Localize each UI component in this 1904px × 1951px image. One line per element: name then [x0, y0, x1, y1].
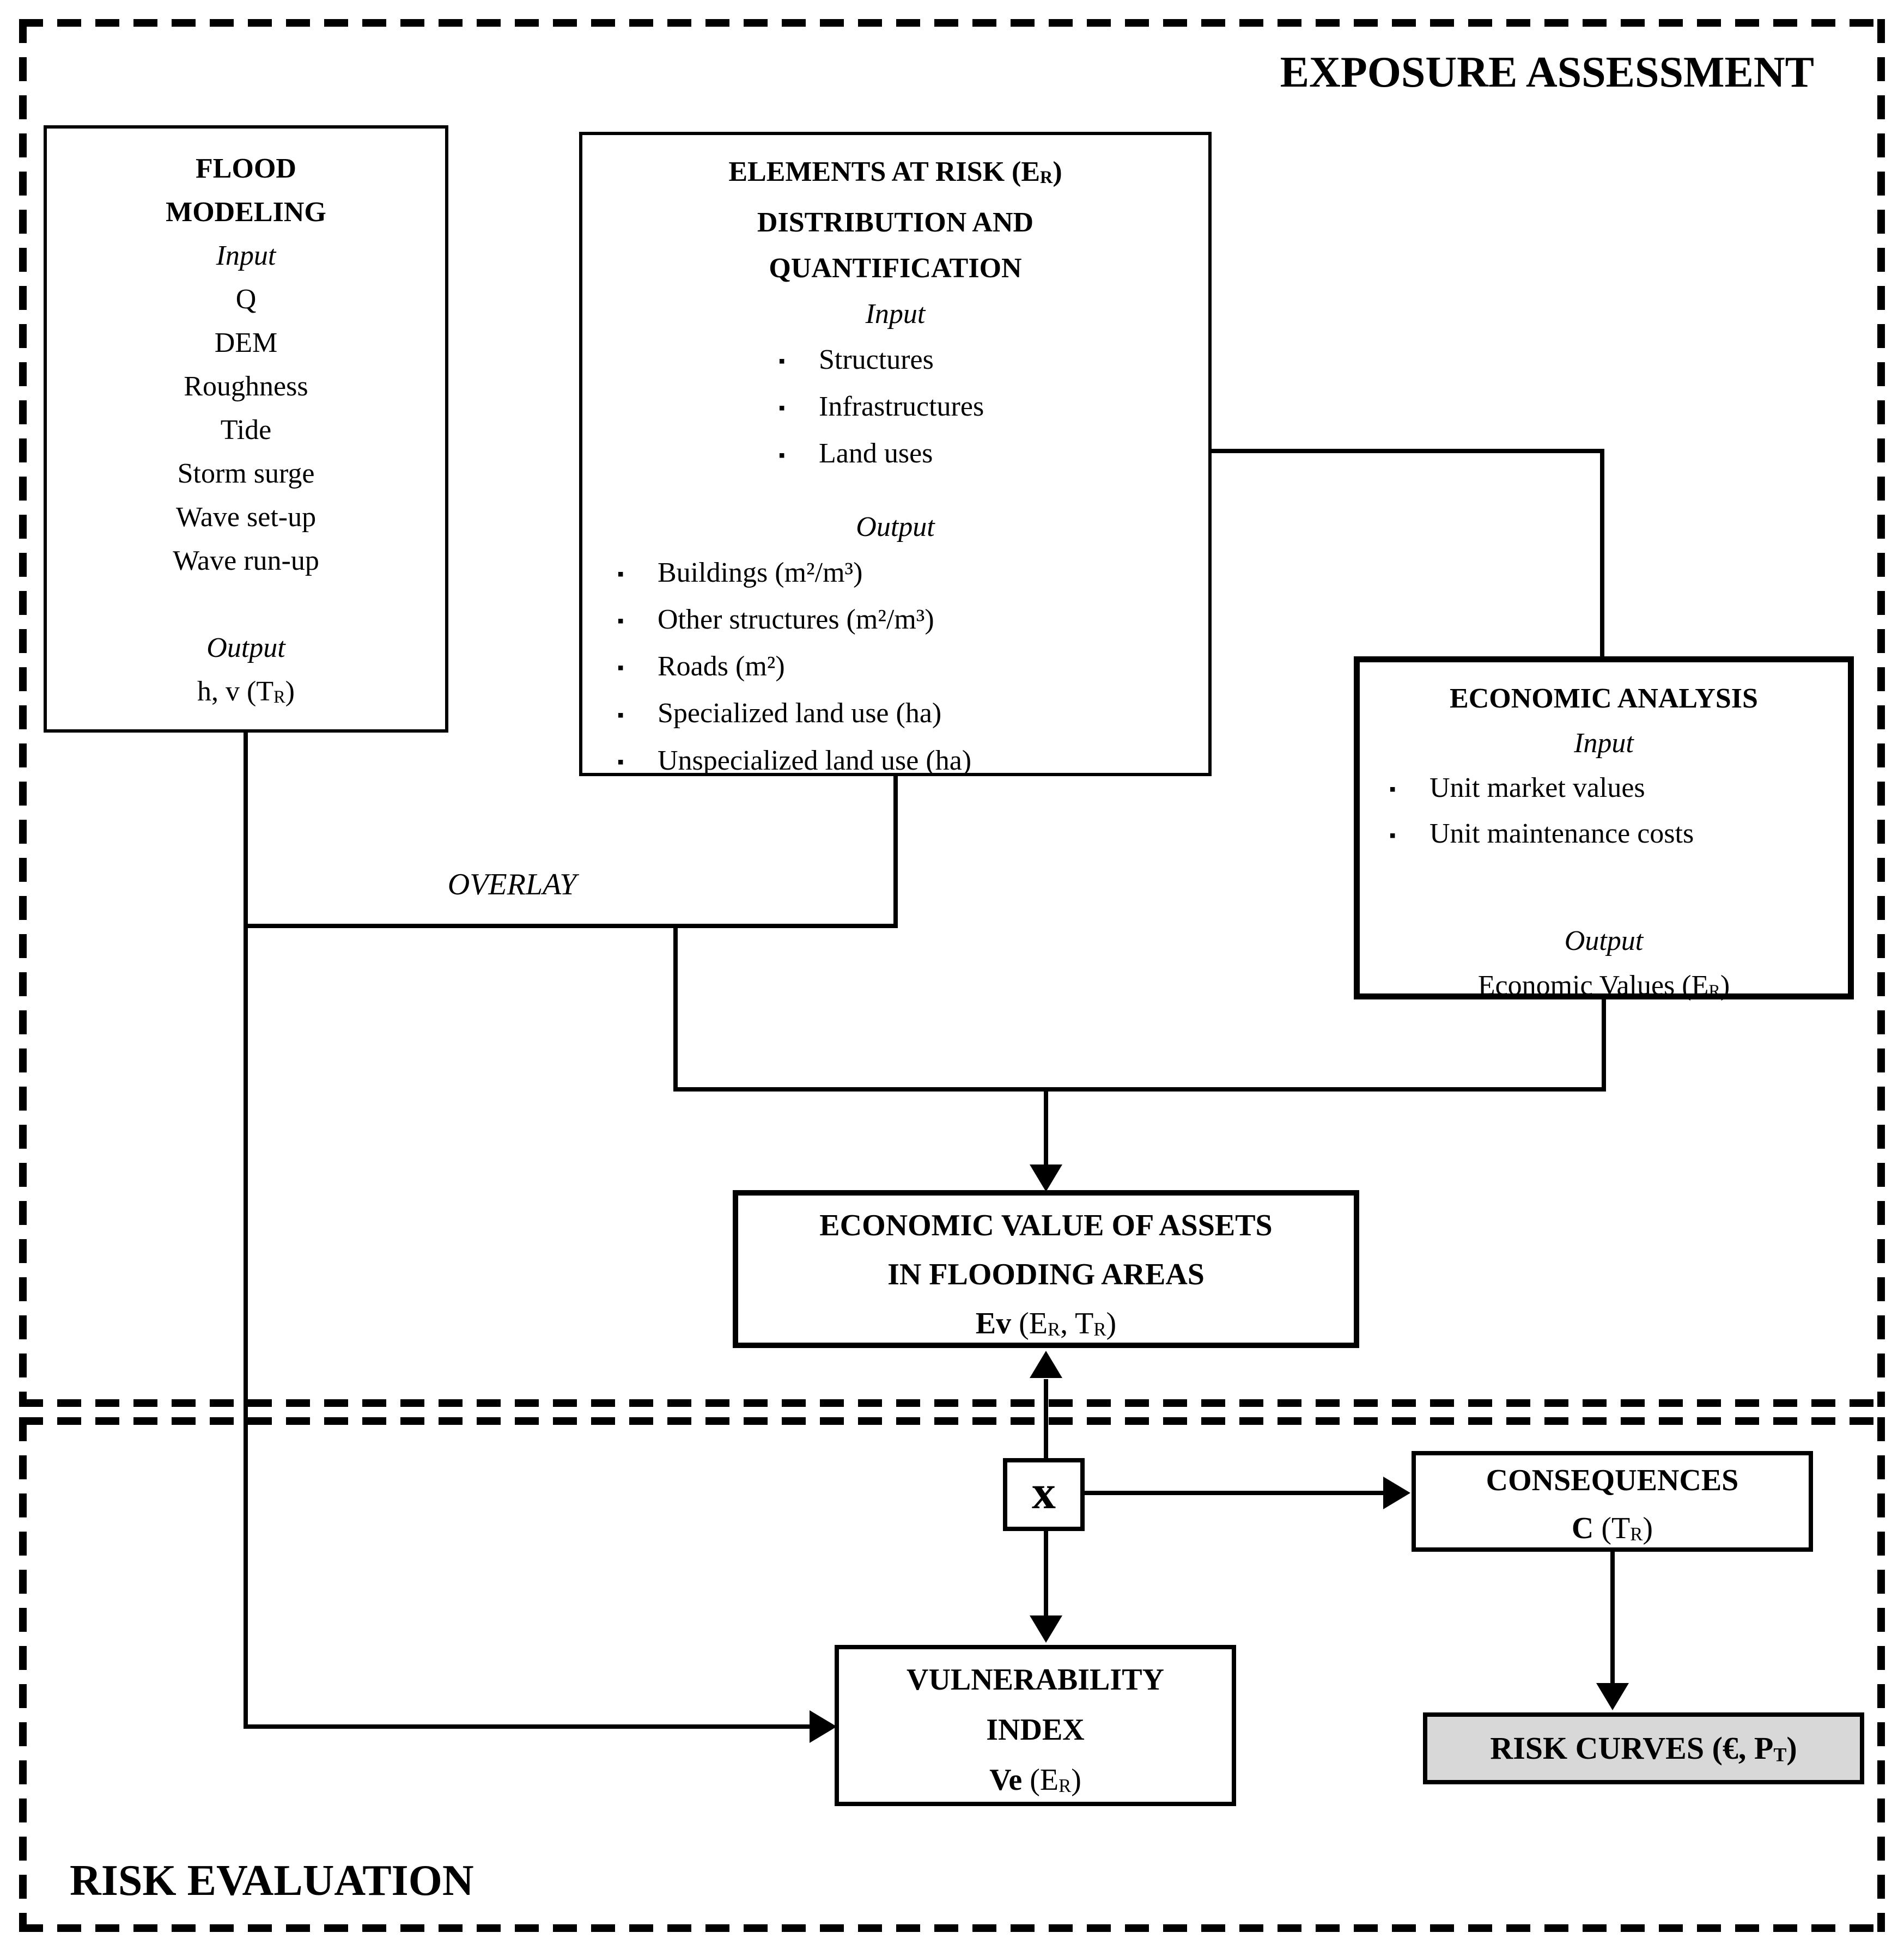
elements-input-item: ▪Land uses	[582, 431, 1208, 478]
bullet-square-icon: ▪	[617, 751, 624, 772]
bullet-square-icon: ▪	[617, 611, 624, 632]
arrow-right-icon	[1383, 1477, 1410, 1509]
bullet-square-icon: ▪	[617, 657, 624, 679]
multiply-to-vulnerability-line	[1044, 1531, 1048, 1618]
arrow-up-icon	[1030, 1351, 1062, 1378]
economic-value-box: ECONOMIC VALUE OF ASSETS IN FLOODING ARE…	[733, 1190, 1359, 1348]
bullet-square-icon: ▪	[778, 444, 786, 466]
input-label: Input	[216, 240, 276, 271]
flood-input-item: Wave set-up	[175, 502, 317, 533]
vulnerability-formula: Ve (ER)	[989, 1763, 1081, 1797]
elements-output-item: ▪Other structures (m²/m³)	[582, 597, 1208, 644]
exposure-region-border-bottom	[19, 1399, 1885, 1407]
arrow-down-icon	[1596, 1683, 1629, 1710]
elements-to-economic-drop-line	[1600, 449, 1604, 659]
vulnerability-input-line	[244, 1724, 812, 1729]
multiply-symbol: x	[1032, 1466, 1056, 1519]
elements-title: QUANTIFICATION	[769, 252, 1022, 284]
economic-value-formula: Ev (ER, TR)	[975, 1307, 1117, 1340]
overlay-down-line	[673, 924, 678, 1092]
arrow-down-icon	[1030, 1615, 1062, 1643]
economic-analysis-output-line	[1602, 999, 1606, 1092]
elements-title: ELEMENTS AT RISK (ER)	[728, 156, 1062, 187]
overlay-label: OVERLAY	[447, 868, 577, 901]
flood-modeling-box: FLOOD MODELING Input Q DEM Roughness Tid…	[44, 125, 448, 733]
bullet-square-icon: ▪	[778, 398, 786, 419]
bullet-square-icon: ▪	[617, 704, 624, 725]
input-label: Input	[1574, 728, 1634, 759]
flood-modeling-title: MODELING	[166, 197, 326, 228]
flood-input-item: Roughness	[184, 371, 308, 402]
input-label: Input	[865, 298, 926, 330]
consequences-to-riskcurves-line	[1610, 1552, 1615, 1686]
elements-input-item: ▪Infrastructures	[582, 384, 1208, 431]
risk-curves-box: RISK CURVES (€, PT)	[1423, 1712, 1864, 1784]
economic-input-item: ▪Unit market values	[1360, 766, 1848, 812]
arrow-down-icon	[1030, 1164, 1062, 1192]
elements-output-line	[893, 776, 898, 928]
economic-value-title: ECONOMIC VALUE OF ASSETS	[819, 1209, 1273, 1242]
economic-value-input-line	[1044, 1087, 1048, 1168]
economic-output-value: Economic Values (ER)	[1477, 970, 1730, 1001]
elements-output-item: ▪Buildings (m²/m³)	[582, 550, 1208, 597]
risk-region-border-left	[19, 1417, 27, 1932]
consequences-formula: C (TR)	[1571, 1511, 1653, 1545]
flood-modeling-title: FLOOD	[196, 153, 296, 184]
risk-curves-formula: RISK CURVES (€, PT)	[1490, 1730, 1797, 1766]
bullet-square-icon: ▪	[1389, 779, 1396, 800]
vulnerability-index-box: VULNERABILITY INDEX Ve (ER)	[835, 1645, 1236, 1806]
elements-at-risk-box: ELEMENTS AT RISK (ER) DISTRIBUTION AND Q…	[579, 132, 1212, 776]
bullet-square-icon: ▪	[617, 563, 624, 584]
exposure-region-border-left	[19, 19, 27, 1407]
multiply-to-consequences-line	[1085, 1491, 1384, 1495]
elements-to-economic-line	[1212, 449, 1604, 453]
exposure-region-border-top	[19, 19, 1885, 27]
merge-horizontal-line	[673, 1087, 1606, 1092]
consequences-box: CONSEQUENCES C (TR)	[1412, 1451, 1813, 1552]
arrow-right-icon	[810, 1710, 837, 1743]
bullet-square-icon: ▪	[1389, 825, 1396, 846]
consequences-title: CONSEQUENCES	[1486, 1464, 1739, 1497]
multiply-node: x	[1003, 1458, 1085, 1531]
vulnerability-title: VULNERABILITY	[907, 1663, 1164, 1697]
flood-output-value: h, v (TR)	[197, 676, 295, 707]
output-label: Output	[856, 511, 935, 542]
flood-input-item: Tide	[220, 414, 272, 446]
output-label: Output	[206, 632, 285, 663]
exposure-region-border-right	[1877, 19, 1885, 1407]
economic-input-item: ▪Unit maintenance costs	[1360, 812, 1848, 857]
multiply-to-value-line	[1044, 1379, 1048, 1458]
flood-output-line	[244, 733, 248, 1727]
vulnerability-title: INDEX	[986, 1713, 1085, 1747]
exposure-assessment-title: EXPOSURE ASSESSMENT	[1280, 48, 1814, 96]
risk-evaluation-title: RISK EVALUATION	[70, 1857, 474, 1905]
economic-analysis-title: ECONOMIC ANALYSIS	[1450, 683, 1758, 714]
bullet-square-icon: ▪	[778, 351, 786, 372]
elements-input-item: ▪Structures	[582, 337, 1208, 384]
elements-output-item: ▪Roads (m²)	[582, 644, 1208, 691]
risk-region-border-bottom	[19, 1924, 1885, 1932]
economic-value-title: IN FLOODING AREAS	[887, 1258, 1205, 1291]
economic-analysis-box: ECONOMIC ANALYSIS Input ▪Unit market val…	[1354, 656, 1854, 1001]
risk-region-border-right	[1877, 1417, 1885, 1932]
flood-input-item: DEM	[214, 327, 278, 358]
elements-output-item: ▪Specialized land use (ha)	[582, 691, 1208, 737]
flood-input-item: Q	[235, 284, 257, 315]
elements-title: DISTRIBUTION AND	[757, 206, 1034, 238]
flood-input-item: Storm surge	[177, 458, 315, 489]
overlay-junction-line	[244, 924, 898, 928]
elements-output-item: ▪Unspecialized land use (ha)	[582, 738, 1208, 785]
output-label: Output	[1564, 925, 1644, 956]
risk-region-border-top	[19, 1417, 1885, 1425]
flood-input-item: Wave run-up	[173, 545, 319, 576]
